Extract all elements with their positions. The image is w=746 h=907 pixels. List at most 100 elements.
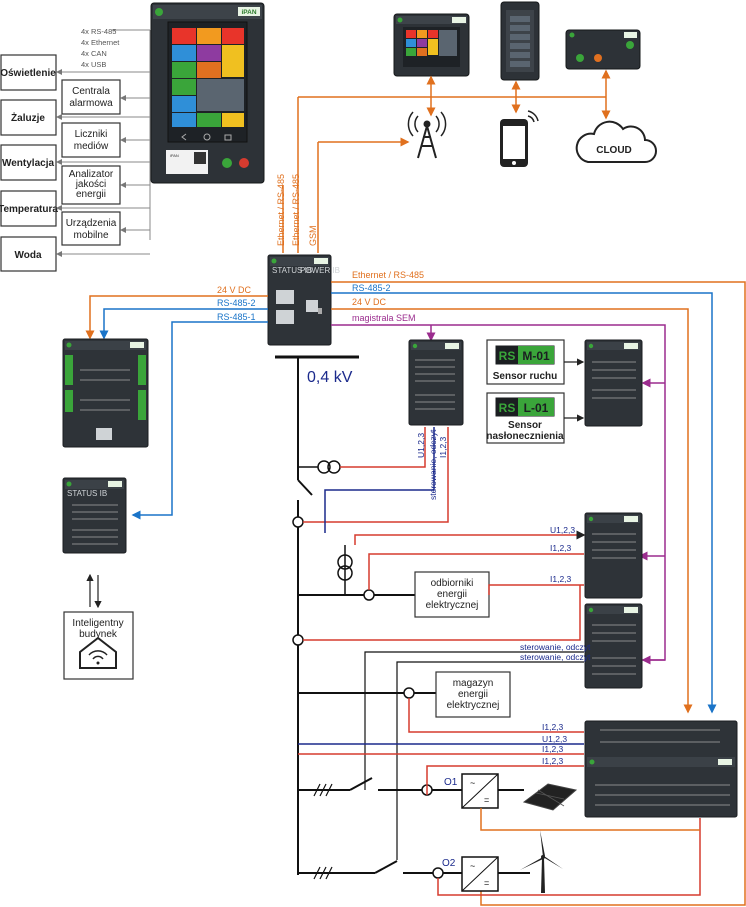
sig-i123-033: I1,2,3 <box>438 436 448 458</box>
ipan-badge: iPAN <box>241 9 256 16</box>
source-o1-label: O1 <box>444 777 458 788</box>
box-zaluzje <box>0 99 57 136</box>
sensor-links <box>564 358 585 422</box>
ctrl-status: STATUS IB <box>272 266 312 275</box>
remote-phone-device <box>500 1 540 81</box>
left-module-lower: STATUS IB <box>62 477 127 554</box>
link-ethernet-2: Ethernet / RS-485 <box>291 174 301 246</box>
box-oswietlenie <box>0 54 57 91</box>
sem-controller: STATUS IB POWER IB <box>267 254 340 346</box>
sig-u123-033: U1,2,3 <box>416 433 426 458</box>
sig-ster-031-2: sterowanie, odczyt <box>520 652 591 662</box>
sig-i123-044-3: I1,2,3 <box>542 756 564 766</box>
smartphone-icon <box>500 110 539 167</box>
signal-lines <box>298 427 701 896</box>
module-062 <box>584 339 643 427</box>
module-c3n <box>584 512 643 599</box>
sig-u123-044: U1,2,3 <box>542 734 567 744</box>
sig-i123-044-2: I1,2,3 <box>542 744 564 754</box>
link-ethernet-1: Ethernet / RS-485 <box>276 174 286 246</box>
module-031 <box>584 603 643 689</box>
sig-ster-031-1: sterowanie, odczyt <box>520 642 591 652</box>
svg-text:~: ~ <box>470 861 475 871</box>
label-wentylacja: Wentylacja <box>2 158 54 169</box>
svg-text:RS: RS <box>499 401 516 415</box>
ipan-panel: iPAN iPAN <box>150 2 265 184</box>
svg-text:=: = <box>484 878 489 888</box>
svg-text:STATUS IB: STATUS IB <box>67 489 107 498</box>
svg-text:RS: RS <box>499 349 516 363</box>
link-gsm: GSM <box>308 225 318 246</box>
label-zaluzje: Żaluzje <box>11 111 45 124</box>
wifi-icon <box>88 650 108 656</box>
bus-ethernet-label: Ethernet / RS-485 <box>352 270 424 280</box>
svg-text:M-01: M-01 <box>522 349 550 363</box>
box-centrala-alarmowa <box>61 79 121 115</box>
svg-text:iPAN: iPAN <box>170 153 179 158</box>
wind-turbine-icon <box>520 830 563 893</box>
label-temperatura: Temperatura <box>0 204 58 215</box>
house-icon <box>79 636 117 669</box>
box-urzadzenia-mobilne <box>61 211 121 246</box>
sig-i123-044-1: I1,2,3 <box>542 722 564 732</box>
sensor-motion-label: Sensor ruchu <box>493 371 557 382</box>
bus-rs485-2-left-label: RS-485-2 <box>217 298 256 308</box>
inverter-o1: ~ = <box>461 773 499 809</box>
remote-controller <box>565 29 641 70</box>
ipan-logo-icon <box>155 8 163 16</box>
box-liczniki-mediow <box>61 122 121 158</box>
module-044 <box>584 720 738 818</box>
interface-list: 4x RS-485 4x Ethernet 4x CAN 4x USB <box>81 27 120 69</box>
interface-ethernet: 4x Ethernet <box>81 38 120 47</box>
top-links <box>282 69 611 253</box>
label-oswietlenie: Oświetlenie <box>0 68 56 79</box>
cloud-icon: CLOUD <box>575 120 657 163</box>
sensor-motion: RS M-01 Sensor ruchu <box>486 339 565 385</box>
bus-sem-label: magistrala SEM <box>352 313 416 323</box>
bus-24vdc-right-label: 24 V DC <box>352 297 387 307</box>
svg-text:L-01: L-01 <box>524 401 549 415</box>
svg-text:⋮: ⋮ <box>292 804 304 818</box>
antenna-icon <box>407 111 447 159</box>
building-link <box>86 573 102 609</box>
module-033 <box>408 339 464 426</box>
box-woda <box>0 236 57 272</box>
sig-i123-c3n-2: I1,2,3 <box>550 574 572 584</box>
inverter-o2: ~ = <box>461 856 499 892</box>
peripheral-boxes: Oświetlenie Żaluzje Wentylacja Temperatu… <box>0 54 121 272</box>
box-analizator <box>61 165 121 205</box>
ctrl-power: POWER IB <box>300 266 340 275</box>
sig-i123-c3n-1: I1,2,3 <box>550 543 572 553</box>
bus-lines <box>85 281 746 906</box>
label-woda: Woda <box>14 250 41 261</box>
svg-text:~: ~ <box>470 778 475 788</box>
left-module-upper <box>62 338 149 448</box>
sig-ster-033: sterowanie, odczyt <box>428 429 438 500</box>
remote-panel <box>393 13 470 77</box>
cloud-label: CLOUD <box>596 145 632 156</box>
bus-rs485-1-label: RS-485-1 <box>217 312 256 322</box>
voltage-label: 0,4 kV <box>307 369 353 386</box>
solar-panel-icon <box>522 783 578 811</box>
source-o2-label: O2 <box>442 858 456 869</box>
sig-u123-c3n: U1,2,3 <box>550 525 575 535</box>
interface-usb: 4x USB <box>81 60 106 69</box>
ipan-connectors <box>56 29 151 257</box>
bus-rs485-2-right-label: RS-485-2 <box>352 283 391 293</box>
interface-can: 4x CAN <box>81 49 107 58</box>
svg-text:=: = <box>484 795 489 805</box>
box-wentylacja <box>0 144 57 181</box>
bus-24vdc-left-label: 24 V DC <box>217 285 252 295</box>
